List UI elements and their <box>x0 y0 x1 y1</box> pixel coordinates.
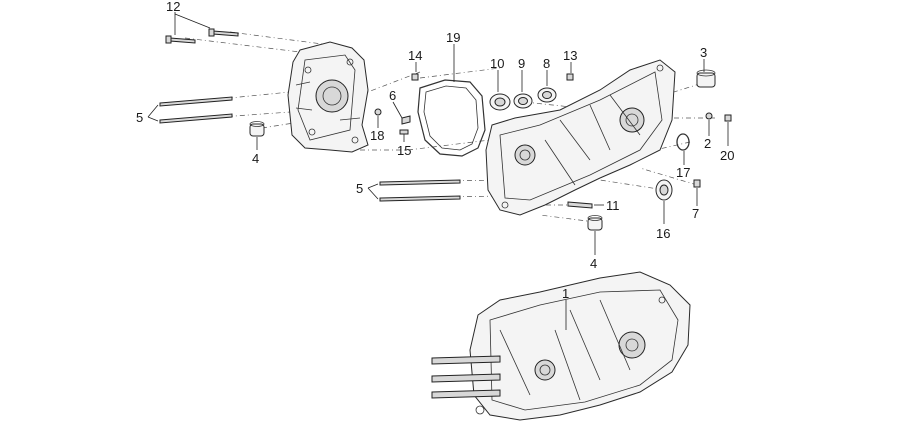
callout-20: 20 <box>720 148 734 163</box>
fitting-14 <box>411 73 419 81</box>
fitting-13 <box>566 73 574 81</box>
bolts-12 <box>165 28 239 44</box>
bushing-3 <box>696 69 716 88</box>
callout-3: 3 <box>700 45 707 60</box>
callout-16: 16 <box>656 226 670 241</box>
callout-5-middle: 5 <box>356 181 363 196</box>
assembled-crankcase <box>431 271 691 421</box>
callout-17: 17 <box>676 165 690 180</box>
dowel-bushing-left <box>249 121 265 137</box>
o-ring-17 <box>676 133 690 151</box>
callout-4-lower: 4 <box>590 256 597 271</box>
callout-4-upper: 4 <box>252 151 259 166</box>
callout-5-upper: 5 <box>136 110 143 125</box>
callout-15: 15 <box>397 143 411 158</box>
leader-lines <box>147 12 729 330</box>
callout-6: 6 <box>389 88 396 103</box>
screw-15 <box>399 129 409 135</box>
callout-2: 2 <box>704 136 711 151</box>
oil-seal-16 <box>655 179 673 201</box>
fitting-2 <box>705 112 713 120</box>
callout-19: 19 <box>446 30 460 45</box>
studs-middle <box>379 179 461 202</box>
callout-11: 11 <box>606 198 620 213</box>
pin-11 <box>567 201 593 209</box>
fitting-7 <box>693 179 701 188</box>
callout-18: 18 <box>370 128 384 143</box>
callout-7: 7 <box>692 206 699 221</box>
studs-upper-left <box>159 96 233 124</box>
bearing-10 <box>489 93 511 111</box>
fitting-20 <box>724 114 732 122</box>
callout-labels: 12 19 14 10 9 8 13 3 6 5 18 15 4 2 20 17… <box>136 0 734 301</box>
callout-9: 9 <box>518 56 525 71</box>
fitting-6 <box>401 115 411 125</box>
callout-8: 8 <box>543 56 550 71</box>
dowel-bushing-right <box>587 215 603 231</box>
callout-13: 13 <box>563 48 577 63</box>
callout-10: 10 <box>490 56 504 71</box>
callout-12: 12 <box>166 0 180 14</box>
bearing-9 <box>513 93 533 109</box>
fitting-18 <box>374 108 382 116</box>
callout-1: 1 <box>562 286 569 301</box>
gasket <box>417 79 486 157</box>
left-crankcase-half <box>287 41 369 153</box>
bearing-8 <box>537 87 557 103</box>
right-crankcase-half <box>485 59 676 216</box>
callout-14: 14 <box>408 48 422 63</box>
